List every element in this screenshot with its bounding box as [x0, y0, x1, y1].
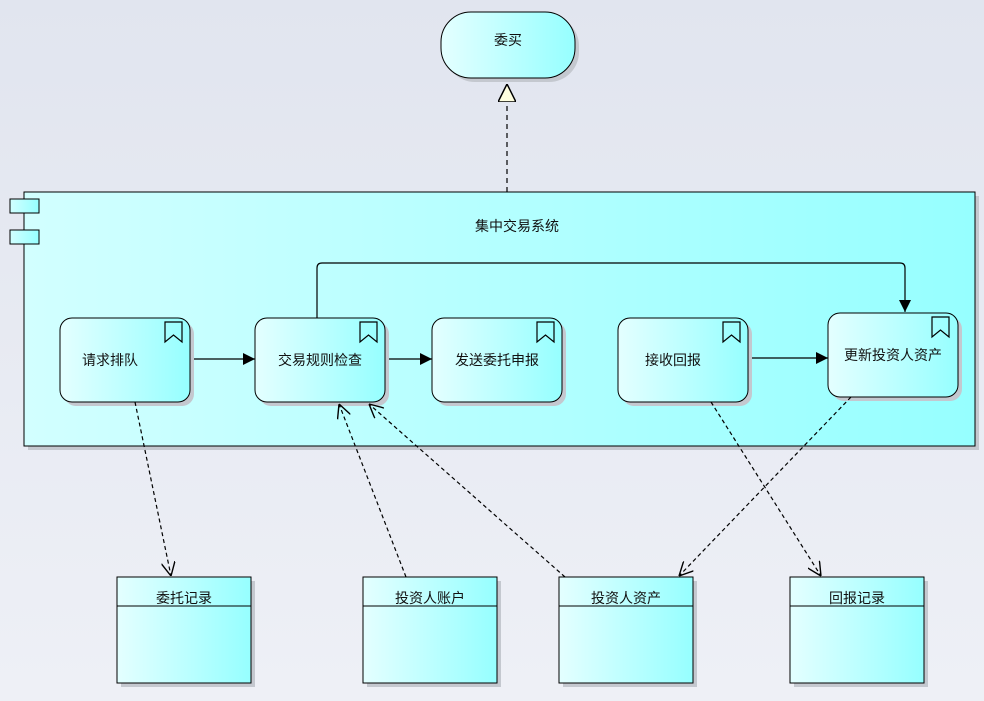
dep-update-to-asset[interactable]	[679, 396, 852, 576]
bookmark-icon	[722, 321, 741, 344]
activity-send[interactable]	[431, 317, 566, 406]
activity-label-check: 交易规则检查	[278, 353, 362, 369]
activity-check[interactable]	[254, 317, 389, 406]
dep-queue-to-order-record[interactable]	[134, 401, 171, 576]
activity-update[interactable]	[827, 312, 962, 401]
bookmark-icon	[536, 321, 555, 344]
node-top-label: 委买	[494, 33, 522, 49]
component-label: 集中交易系统	[475, 219, 559, 235]
data-investor-asset[interactable]	[558, 576, 697, 687]
activity-label-queue: 请求排队	[82, 353, 138, 369]
activity-queue[interactable]	[59, 317, 194, 406]
bookmark-icon	[931, 316, 950, 339]
data-label-investor-account: 投资人账户	[395, 591, 465, 607]
activity-receive[interactable]	[617, 317, 752, 406]
flow-check-to-update[interactable]	[316, 262, 911, 318]
component-icon-tab-1	[9, 198, 40, 214]
dep-receive-to-report-record[interactable]	[710, 401, 821, 576]
activity-label-receive: 接收回报	[645, 353, 701, 369]
activity-label-update: 更新投资人资产	[844, 348, 942, 364]
data-label-investor-asset: 投资人资产	[591, 591, 661, 607]
dep-account-to-check[interactable]	[339, 404, 407, 578]
node-top[interactable]	[440, 11, 579, 82]
data-investor-account[interactable]	[362, 576, 501, 687]
data-label-report-record: 回报记录	[829, 591, 885, 607]
dep-asset-to-check[interactable]	[369, 404, 566, 578]
bookmark-icon	[359, 321, 378, 344]
component-icon-tab-2	[9, 229, 40, 245]
data-label-order-record: 委托记录	[156, 591, 212, 607]
data-report-record[interactable]	[789, 576, 928, 687]
data-order-record[interactable]	[116, 576, 255, 687]
activity-label-send: 发送委托申报	[455, 353, 539, 369]
bookmark-icon	[164, 321, 183, 344]
